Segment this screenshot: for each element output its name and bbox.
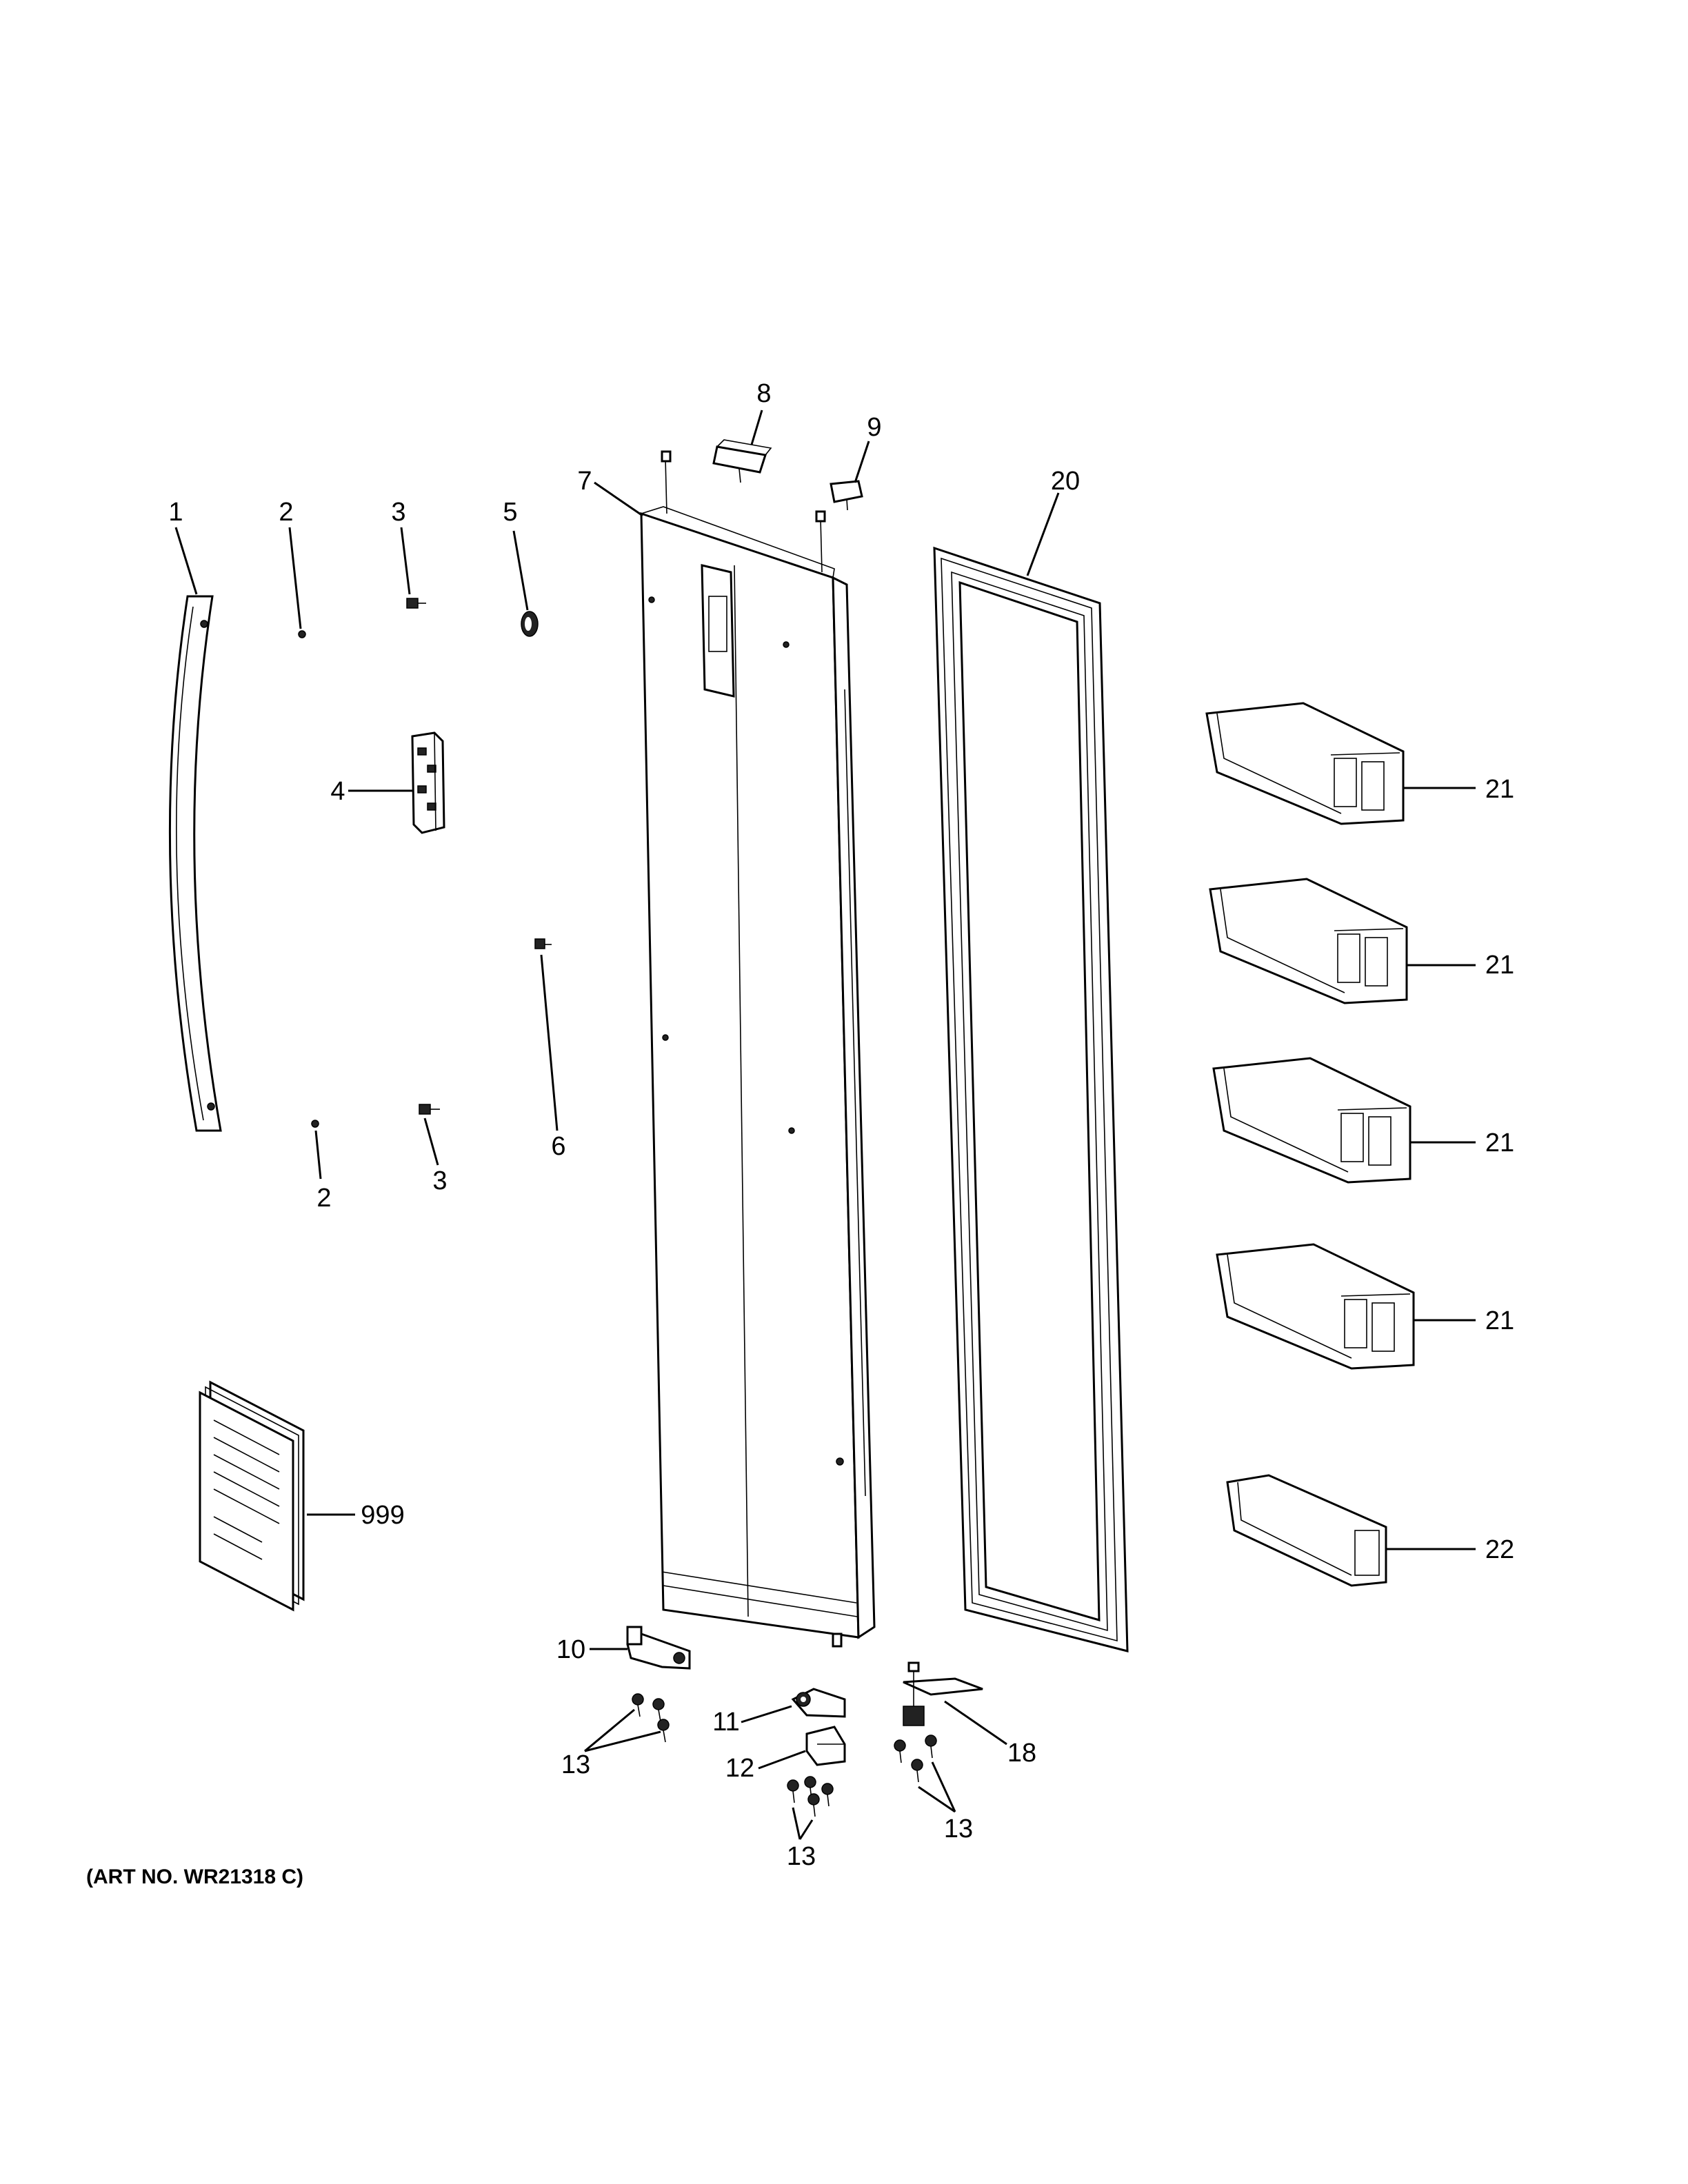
- callout-21a: 21: [1485, 775, 1514, 804]
- leader-7: [594, 481, 643, 517]
- callout-22: 22: [1485, 1535, 1514, 1564]
- leader-2b: [314, 1130, 322, 1180]
- part-13-screws-left: [632, 1693, 670, 1743]
- callout-12: 12: [725, 1754, 754, 1783]
- part-4-bracket-board: [411, 731, 445, 834]
- leader-3a: [400, 527, 411, 595]
- part-18-hinge-assembly: [903, 1661, 983, 1726]
- leader-20: [1026, 492, 1060, 576]
- part-2-pin-top: [298, 630, 306, 638]
- leader-11: [741, 1705, 792, 1723]
- callout-20: 20: [1051, 467, 1080, 496]
- leader-13c-1: [918, 1786, 956, 1813]
- callout-18: 18: [1007, 1739, 1036, 1768]
- leader-13b-1: [792, 1807, 801, 1840]
- part-13-screws-middle: [787, 1776, 834, 1817]
- callout-5: 5: [503, 498, 517, 527]
- callout-7: 7: [577, 467, 592, 496]
- part-2-pin-bottom: [311, 1120, 319, 1128]
- leader-12: [758, 1750, 806, 1770]
- art-number: (ART NO. WR21318 C): [86, 1866, 303, 1888]
- part-22-small-door-bin: [1226, 1474, 1387, 1587]
- leader-6: [540, 954, 559, 1131]
- part-9-hinge-cover: [830, 480, 863, 511]
- callout-6: 6: [551, 1132, 565, 1161]
- leader-5: [512, 530, 529, 611]
- part-7-door-assembly: [640, 450, 876, 1648]
- part-8-hinge-cover: [712, 439, 772, 483]
- callout-21c: 21: [1485, 1129, 1514, 1157]
- callout-9: 9: [867, 413, 881, 442]
- leader-8: [750, 410, 763, 445]
- callout-13c: 13: [944, 1814, 973, 1843]
- part-999-manual: [199, 1380, 305, 1612]
- callout-21b: 21: [1485, 951, 1514, 980]
- part-13-screws-right: [894, 1735, 937, 1783]
- leader-13a-2: [584, 1730, 661, 1752]
- part-12-bracket: [805, 1726, 846, 1766]
- part-3-screw-bottom: [419, 1104, 440, 1115]
- callout-21d: 21: [1485, 1306, 1514, 1335]
- part-5-cap: [521, 611, 539, 637]
- callout-3b: 3: [432, 1166, 447, 1195]
- callout-10: 10: [556, 1635, 585, 1664]
- leader-13a-1: [584, 1708, 635, 1752]
- part-21-door-bin-4: [1216, 1243, 1415, 1370]
- part-6-screw: [534, 938, 552, 949]
- part-1-handle: [168, 595, 222, 1132]
- leader-18: [944, 1700, 1007, 1746]
- part-11-hinge: [791, 1688, 846, 1718]
- part-21-door-bin-2: [1209, 878, 1408, 1004]
- callout-11: 11: [712, 1708, 739, 1737]
- callout-2b: 2: [316, 1184, 331, 1213]
- leader-9: [854, 441, 870, 483]
- leader-13c-2: [931, 1761, 956, 1812]
- callout-13a: 13: [561, 1750, 590, 1779]
- part-3-screw-top: [406, 598, 426, 609]
- part-21-door-bin-3: [1212, 1057, 1411, 1184]
- leader-3b: [423, 1118, 439, 1166]
- callout-999: 999: [361, 1501, 404, 1530]
- callout-8: 8: [756, 379, 771, 408]
- part-21-door-bin-1: [1205, 702, 1405, 825]
- part-20-door-gasket: [933, 546, 1129, 1652]
- callout-3a: 3: [391, 498, 405, 527]
- leader-2a: [288, 527, 302, 629]
- callout-1: 1: [168, 498, 183, 527]
- callout-2a: 2: [279, 498, 293, 527]
- callout-13b: 13: [787, 1842, 816, 1871]
- part-10-lower-hinge: [626, 1626, 691, 1670]
- leader-13b-2: [798, 1819, 814, 1840]
- leader-1: [174, 527, 198, 595]
- callout-4: 4: [330, 777, 345, 806]
